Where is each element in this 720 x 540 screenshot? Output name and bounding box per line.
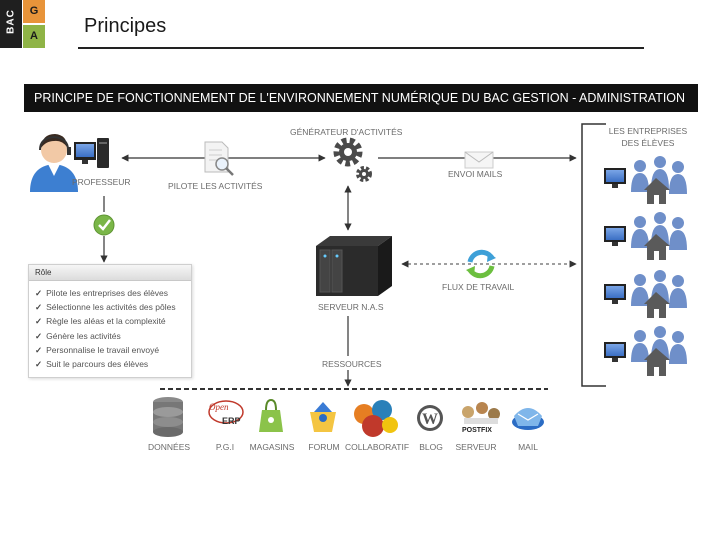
role-panel-title: Rôle [29,265,191,281]
check-icon [93,214,115,236]
nas-server-icon [316,236,392,296]
diagram-banner: PRINCIPE DE FONCTIONNEMENT DE L'ENVIRONN… [24,84,698,112]
resource-label-collaboratif: COLLABORATIF [344,442,410,452]
svg-text:W: W [422,411,438,428]
entreprise-group-2 [604,212,687,260]
role-item: ✓Personnalise le travail envoyé [35,344,160,355]
resource-label-pgi: P.G.I [215,442,235,452]
document-search-icon [204,141,234,176]
role-item: ✓Suit le parcours des élèves [35,358,149,369]
role-list: ✓Pilote les entreprises des élèves ✓Séle… [29,281,191,371]
bac-logo: BAC G A [0,0,46,50]
role-item: ✓Pilote les entreprises des élèves [35,288,169,298]
role-item: ✓Sélectionne les activités des pôles [35,302,176,313]
postfix-badge-text: POSTFIX [462,427,492,434]
professor-icon [30,134,109,192]
checkmark-icon: ✓ [35,316,43,327]
label-flux: FLUX DE TRAVAIL [442,282,515,292]
label-ressources: RESSOURCES [322,359,382,369]
label-envoi-mails: ENVOI MAILS [448,169,503,179]
openerp-brand-text: Open [209,402,229,412]
role-item: ✓Règle les aléas et la complexité [35,316,166,327]
page-title: Principes [84,15,167,37]
database-icon [153,397,183,437]
logo-g-block: G [23,0,45,23]
checkmark-icon: ✓ [35,344,43,355]
checkmark-icon: ✓ [35,302,43,313]
label-generateur: GÉNÉRATEUR D'ACTIVITÉS [290,127,403,137]
logo-bac-block: BAC [0,0,22,48]
role-item: ✓Génère les activités [35,330,121,341]
openerp-icon: Open ERP [208,400,244,426]
resource-label-mail: MAIL [518,442,538,452]
label-serveur-nas: SERVEUR N.A.S [318,302,384,312]
entreprise-group-3 [604,270,687,318]
mail-icon [512,408,544,430]
title-rule [78,47,644,49]
collaboration-icon [354,400,398,437]
entreprise-group-4 [604,326,687,376]
resource-label-forum: FORUM [308,442,340,452]
logo-a-block: A [23,25,45,48]
envelope-icon [464,151,494,169]
resource-label-donnees: DONNÉES [148,442,191,452]
wordpress-icon: W [417,405,443,431]
checkmark-icon: ✓ [35,358,43,369]
resource-label-magasins: MAGASINS [249,442,295,452]
resource-label-blog: BLOG [419,442,443,452]
openerp-badge-text: ERP [222,416,241,426]
entreprises-bracket [581,123,606,387]
label-entreprises: LES ENTREPRISES DES ÉLÈVES [608,126,688,148]
refresh-icon [466,249,496,279]
entreprise-group-1 [604,156,687,204]
label-pilote: PILOTE LES ACTIVITÉS [168,181,263,191]
checkmark-icon: ✓ [35,330,43,341]
shop-bag-icon [259,398,283,432]
resource-label-serveur: SERVEUR [455,442,497,452]
gears-icon [333,137,372,182]
postfix-icon: POSTFIX [462,402,500,434]
label-professeur: PROFESSEUR [72,177,131,187]
checkmark-icon: ✓ [35,288,43,298]
role-panel: Rôle ✓Pilote les entreprises des élèves … [28,264,192,378]
forum-icon [310,402,336,432]
